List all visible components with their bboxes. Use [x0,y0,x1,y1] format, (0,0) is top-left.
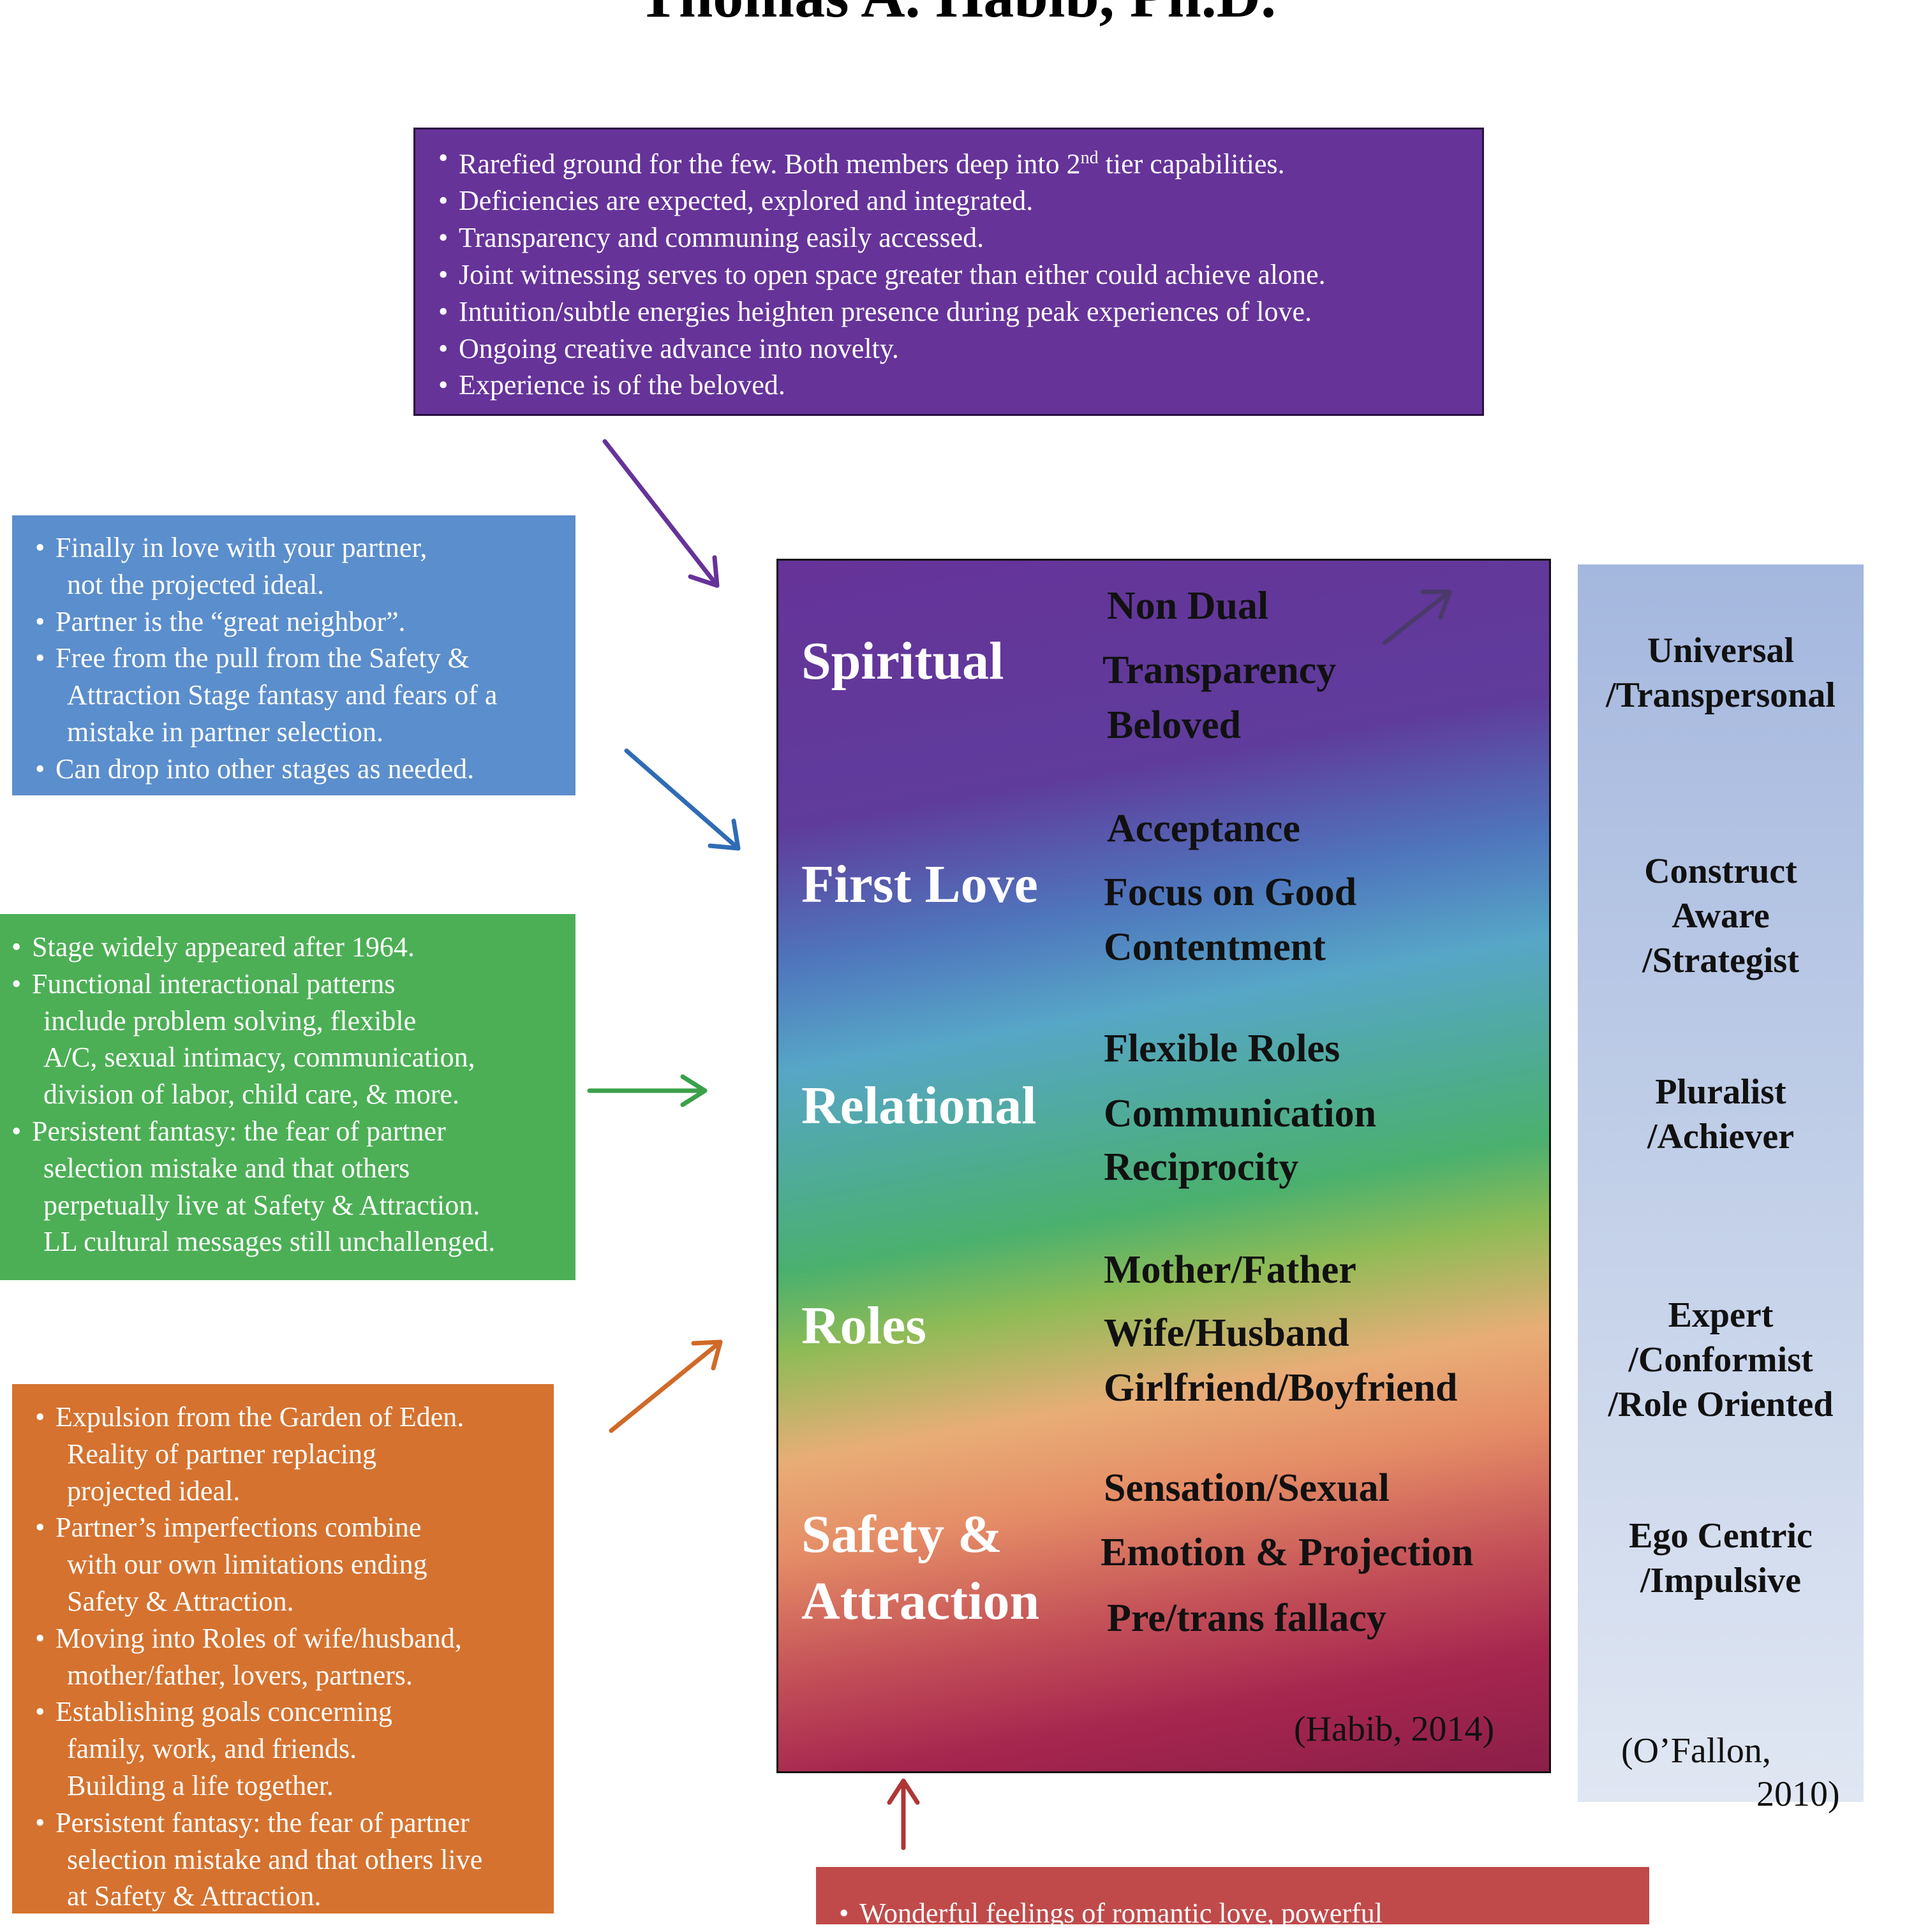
list-item: with our own limitations ending [67,1549,427,1581]
list-item: Joint witnessing serves to open space gr… [438,256,1482,293]
stage-spiritual-label: Spiritual [801,631,1004,691]
safety-attraction-description-box: Wonderful feelings of romantic love, pow… [816,1867,1649,1932]
red-arrow-icon [887,1778,920,1850]
list-item: Stage widely appeared after 1964. [11,929,575,966]
list-item: Persistent fantasy: the fear of partner [11,1113,575,1150]
ofallon-citation-line: (O’Fallon, [1621,1731,1771,1771]
trait-label: Transparency [1102,649,1337,692]
relational-description-box: Stage widely appeared after 1964. Functi… [0,914,575,1280]
list-item: Rarefied ground for the few. Both member… [438,140,1482,182]
list-item: division of labor, child care, & more. [43,1079,459,1110]
list-item: Transparency and communing easily access… [438,219,1482,256]
list-item: Reality of partner replacing [67,1438,377,1470]
developmental-levels-sidebar: Universal /Transpersonal Construct Aware… [1578,564,1864,1814]
stage-roles-label: Roles [801,1296,926,1355]
roles-description-box: Expulsion from the Garden of Eden. Reali… [12,1384,554,1914]
list-item: Persistent fantasy: the fear of partner [35,1804,554,1841]
list-item: mistake in partner selection. [67,716,384,748]
trait-label: Focus on Good [1104,871,1357,914]
trait-label: Wife/Husband [1104,1311,1349,1355]
trait-label: Contentment [1104,925,1326,969]
list-item: Attraction Stage fantasy and fears of a [67,679,498,711]
level-label: Ego Centric /Impulsive [1629,1516,1813,1600]
list-item: A/C, sexual intimacy, communication, [43,1042,475,1073]
list-item: selection mistake and that others [43,1152,410,1184]
stages-panel: Spiritual Non Dual Transparency Beloved … [776,559,1551,1773]
list-item: at Safety & Attraction. [67,1880,322,1912]
level-label: Universal /Transpersonal [1606,631,1836,715]
list-item: not the projected ideal. [67,568,325,600]
trait-label: Pre/trans fallacy [1107,1596,1386,1640]
list-item: family, work, and friends. [67,1733,357,1765]
page-title: Thomas A. Habib, Ph.D. [0,0,1914,31]
list-item: mother/father, lovers, partners. [67,1659,413,1691]
list-item: Partner is the “great neighbor”. [35,603,575,640]
list-item: LL cultural messages still unchallenged. [43,1226,496,1258]
blue-arrow-icon [624,748,741,851]
purple-arrow-icon [602,439,720,588]
level-label: Construct Aware /Strategist [1642,852,1799,980]
trait-label: Non Dual [1107,584,1269,628]
green-arrow-icon [587,1074,708,1107]
list-item: Functional interactional patterns [11,966,575,1003]
list-item: Partner’s imperfections combine [35,1509,554,1546]
trait-label: Emotion & Projection [1101,1531,1474,1574]
list-item: Ongoing creative advance into novelty. [438,330,1482,367]
trait-label: Mother/Father [1104,1248,1356,1292]
trait-label: Communication [1104,1092,1377,1135]
first-love-description-box: Finally in love with your partner, not t… [12,515,575,795]
stage-first-love-label: First Love [801,855,1038,914]
list-item: Moving into Roles of wife/husband, [35,1620,554,1657]
list-item: Intuition/subtle energies heighten prese… [438,293,1482,330]
list-item: Experience is of the beloved. [438,367,1482,404]
stage-relational-label: Relational [801,1076,1037,1135]
orange-arrow-icon [609,1339,723,1433]
trait-label: Beloved [1107,704,1242,747]
list-item: Free from the pull from the Safety & [35,640,575,677]
list-item: projected ideal. [67,1475,241,1507]
list-item: Establishing goals concerning [35,1693,554,1730]
list-item: Deficiencies are expected, explored and … [438,182,1482,219]
list-item: Finally in love with your partner, [35,529,575,566]
level-label: Expert /Conformist /Role Oriented [1608,1295,1834,1424]
trait-label: Girlfriend/Boyfriend [1104,1366,1458,1410]
spiritual-description-box: Rarefied ground for the few. Both member… [413,128,1484,416]
list-item: Expulsion from the Garden of Eden. [35,1399,554,1436]
list-item: selection mistake and that others live [67,1843,483,1875]
habib-citation: (Habib, 2014) [1294,1709,1495,1749]
trait-label: Flexible Roles [1104,1027,1340,1070]
ofallon-citation-line: 2010) [1756,1774,1840,1814]
stage-safety-attraction-label: Attraction [801,1572,1040,1631]
list-item: include problem solving, flexible [43,1005,417,1036]
list-item: Building a life together. [67,1769,334,1801]
trait-label: Acceptance [1107,807,1300,850]
list-item: Safety & Attraction. [67,1585,294,1617]
trait-label: Reciprocity [1104,1146,1299,1189]
trait-label: Sensation/Sexual [1104,1466,1390,1510]
list-item: perpetually live at Safety & Attraction. [43,1189,480,1221]
stage-safety-attraction-label: Safety & [801,1505,1002,1564]
level-label: Pluralist /Achiever [1647,1072,1795,1156]
list-item: Can drop into other stages as needed. [35,751,575,788]
